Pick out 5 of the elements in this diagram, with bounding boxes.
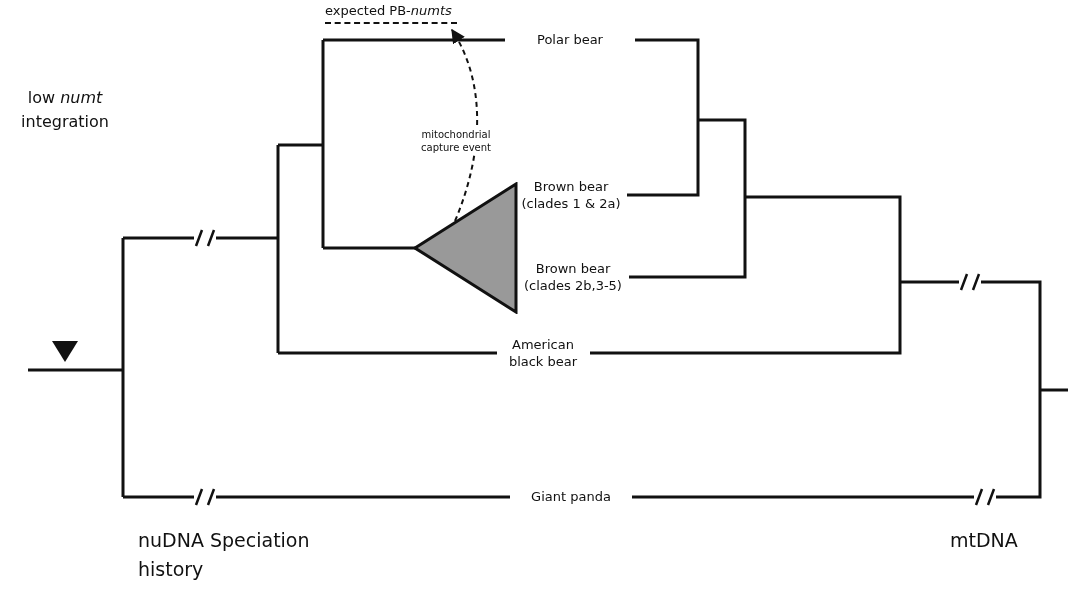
annotation-text: expected PB-numts xyxy=(325,2,457,24)
annotation-text: low numt integration xyxy=(20,87,110,133)
axis-title: mtDNA xyxy=(950,528,1019,553)
axis-title: nuDNA Speciation history xyxy=(138,528,311,582)
arrow xyxy=(451,28,479,222)
